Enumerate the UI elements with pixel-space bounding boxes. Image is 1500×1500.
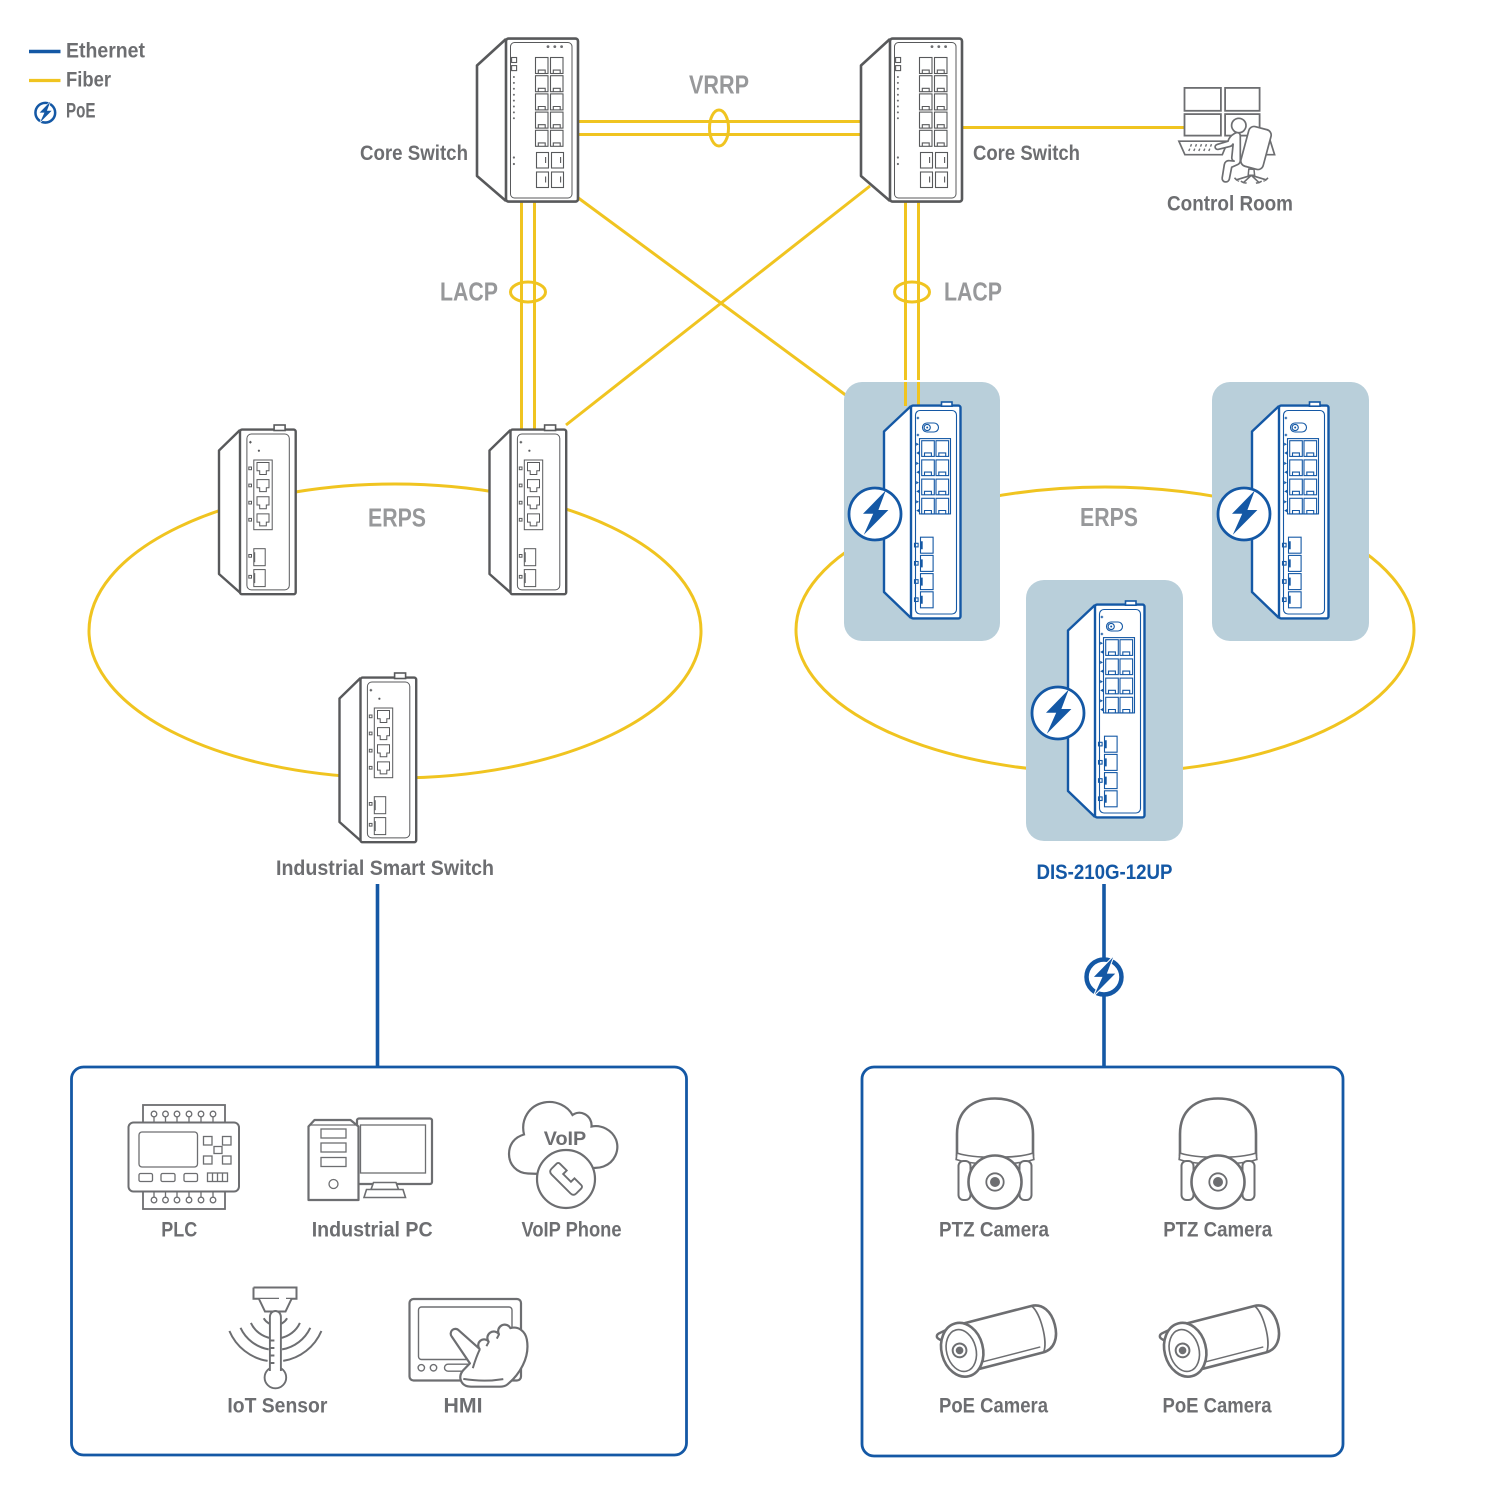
svg-text:LACP: LACP — [944, 277, 1002, 307]
svg-text:IoT Sensor: IoT Sensor — [227, 1395, 327, 1418]
svg-text:Industrial PC: Industrial PC — [312, 1218, 433, 1241]
svg-text:ERPS: ERPS — [368, 503, 426, 533]
svg-text:DIS-210G-12UP: DIS-210G-12UP — [1037, 861, 1173, 884]
svg-text:PoE Camera: PoE Camera — [939, 1395, 1048, 1418]
svg-text:LACP: LACP — [440, 277, 498, 307]
svg-text:Fiber: Fiber — [66, 68, 111, 91]
svg-text:PLC: PLC — [161, 1218, 197, 1241]
svg-text:PoE: PoE — [66, 100, 96, 123]
svg-text:VoIP Phone: VoIP Phone — [522, 1218, 622, 1241]
svg-text:Core Switch: Core Switch — [360, 142, 468, 165]
svg-text:Ethernet: Ethernet — [66, 39, 145, 62]
svg-text:Control Room: Control Room — [1167, 193, 1293, 216]
svg-text:VRRP: VRRP — [689, 70, 749, 100]
svg-text:ERPS: ERPS — [1080, 502, 1138, 532]
svg-text:PTZ Camera: PTZ Camera — [1163, 1218, 1272, 1241]
svg-text:PTZ Camera: PTZ Camera — [939, 1218, 1049, 1241]
svg-text:Industrial Smart Switch: Industrial Smart Switch — [276, 857, 494, 880]
svg-text:Core Switch: Core Switch — [973, 142, 1080, 165]
svg-text:PoE Camera: PoE Camera — [1163, 1395, 1272, 1418]
svg-text:VoIP: VoIP — [544, 1129, 587, 1150]
svg-text:HMI: HMI — [444, 1395, 483, 1418]
